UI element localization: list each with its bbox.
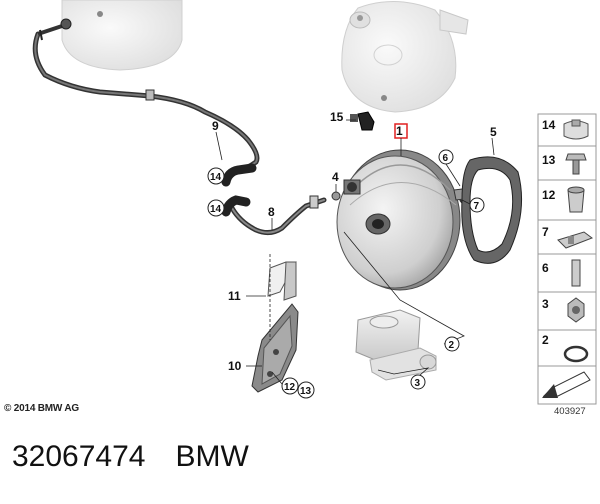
svg-text:14: 14 [210,172,222,183]
brake-booster [336,149,473,291]
ghost-booster-left [61,0,183,71]
callout-14-lower: 14 [207,199,225,217]
callout-8: 8 [268,205,275,219]
panel-label-13: 13 [542,153,556,167]
hose-connector-14-upper [221,163,257,187]
nut-insert-icon [567,186,585,213]
panel-label-6: 6 [542,261,549,275]
panel-label-2: 2 [542,333,549,347]
svg-text:6: 6 [443,153,449,164]
callout-1: 1 [396,124,403,138]
callout-2: 2 [444,336,460,352]
callout-11: 11 [228,289,241,303]
vacuum-pipe-8 [221,191,341,236]
callout-9: 9 [212,119,219,133]
vacuum-hose [32,18,260,175]
heat-shield-10 [251,303,299,393]
ghost-booster-right [341,0,469,113]
callout-6: 6 [438,149,454,165]
clamp-icon [563,119,589,140]
gasket-5 [461,156,523,264]
svg-text:3: 3 [415,378,421,389]
stud-icon [571,259,581,287]
panel-label-12: 12 [542,188,556,202]
o-ring-icon [563,345,589,363]
arrow-icon [542,371,591,398]
panel-label-7: 7 [542,225,549,239]
svg-text:7: 7 [474,201,480,212]
screw-icon [565,153,587,175]
panel-label-3: 3 [542,297,549,311]
bracket-11 [267,261,297,301]
callout-7: 7 [469,197,485,213]
callout-labels: 1 15 5 4 9 8 11 10 6 7 14 14 2 3 [207,110,497,399]
callout-15: 15 [330,110,344,124]
callout-10: 10 [228,359,242,373]
callout-4: 4 [332,170,339,184]
sensor-15 [350,111,375,131]
master-cylinder [355,309,437,381]
callout-3: 3 [410,374,426,390]
hex-nut-icon [567,297,585,323]
svg-text:14: 14 [210,204,222,215]
svg-text:2: 2 [449,340,455,351]
svg-text:13: 13 [300,386,312,397]
parts-diagram: 1 15 5 4 9 8 11 10 6 7 14 14 2 3 [32,0,597,405]
parts-panel: 14 13 12 7 6 3 2 [537,113,597,405]
callout-14-upper: 14 [207,167,225,185]
svg-text:12: 12 [284,382,296,393]
bracket-clip-icon [557,231,594,249]
caption: 32067474 BMW [12,440,249,474]
brand-name: BMW [175,440,249,473]
copyright-text: © 2014 BMW AG [4,403,79,414]
callout-5: 5 [490,125,497,139]
callout-12: 12 [281,377,299,395]
part-number: 32067474 [12,440,146,473]
callout-13: 13 [297,381,315,399]
diagram-id: 403927 [554,406,586,417]
panel-label-14: 14 [542,118,556,132]
